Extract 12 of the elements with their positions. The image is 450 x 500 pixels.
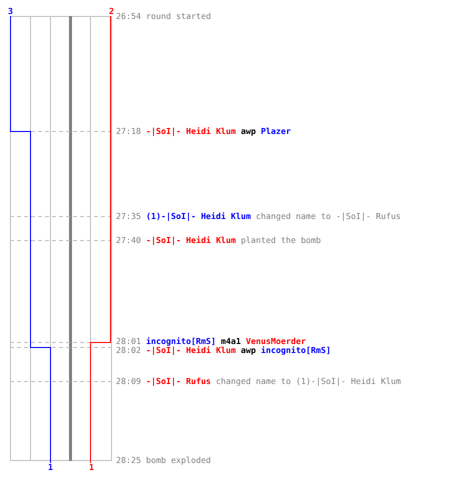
log-entry: 26:54 round started	[116, 12, 211, 20]
count-label: 2	[109, 7, 114, 16]
log-entry: 27:40 -|SoI|- Heidi Klum planted the bomb	[116, 236, 321, 244]
log-entry: 27:35 (1)-|SoI|- Heidi Klum changed name to -|SoI|- Rufus	[116, 212, 401, 220]
log-entry: 28:09 -|SoI|- Rufus changed name to (1)-|SoI|- Heidi Klum	[116, 376, 401, 386]
count-label: 1	[48, 463, 53, 472]
count-label: 1	[89, 463, 94, 472]
count-label: 3	[8, 7, 13, 16]
log-entry: 27:18 -|SoI|- Heidi Klum awp Plazer	[116, 126, 291, 136]
log-entry: 28:02 -|SoI|- Heidi Klum awp incognito[RmS]	[116, 346, 331, 355]
log-entry: 28:25 bomb exploded	[116, 456, 211, 464]
log-entry: 28:01 incognito[RmS] m4a1 VenusMoerder	[116, 337, 306, 346]
